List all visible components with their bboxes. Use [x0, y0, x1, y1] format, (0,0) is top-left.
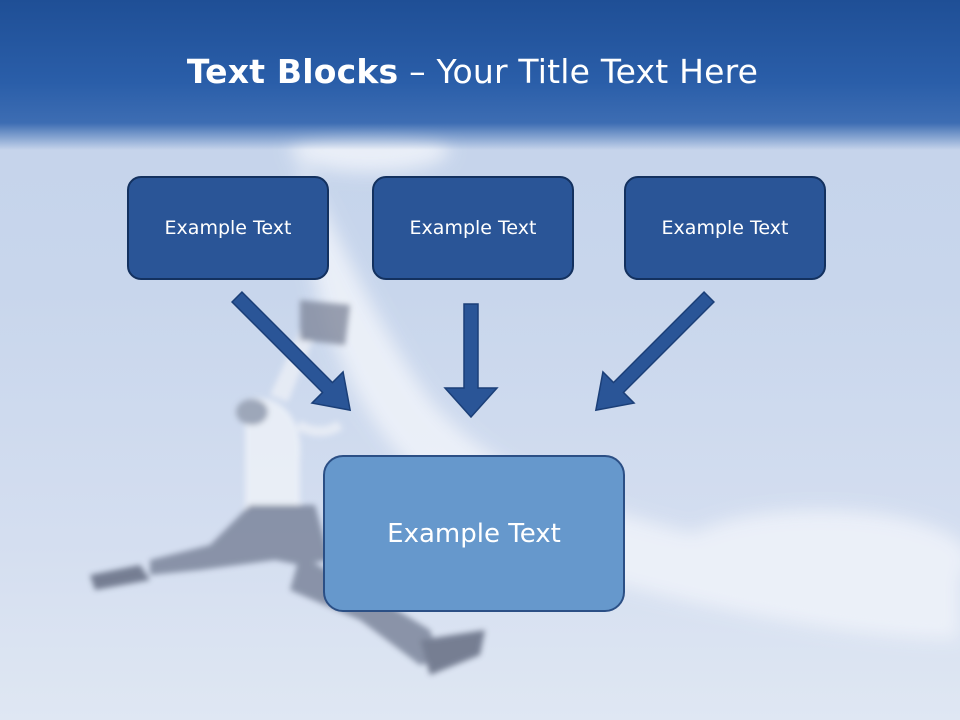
text-block-2-label: Example Text: [409, 217, 537, 239]
text-block-2[interactable]: Example Text: [372, 176, 574, 280]
slide-title: Text Blocks – Your Title Text Here: [0, 52, 945, 91]
text-block-1-label: Example Text: [164, 217, 292, 239]
arrow-down-icon: [443, 303, 499, 419]
text-block-3-label: Example Text: [661, 217, 789, 239]
text-block-1[interactable]: Example Text: [127, 176, 329, 280]
text-block-3[interactable]: Example Text: [624, 176, 826, 280]
title-bold: Text Blocks: [186, 52, 399, 91]
title-dash: –: [398, 52, 437, 91]
title-rest: Your Title Text Here: [436, 52, 759, 91]
text-block-main-label: Example Text: [387, 518, 561, 549]
text-block-main[interactable]: Example Text: [323, 455, 625, 612]
title-bar: [0, 0, 960, 150]
arrow-right-diagonal-icon: [594, 290, 716, 412]
arrow-left-diagonal-icon: [230, 290, 352, 412]
